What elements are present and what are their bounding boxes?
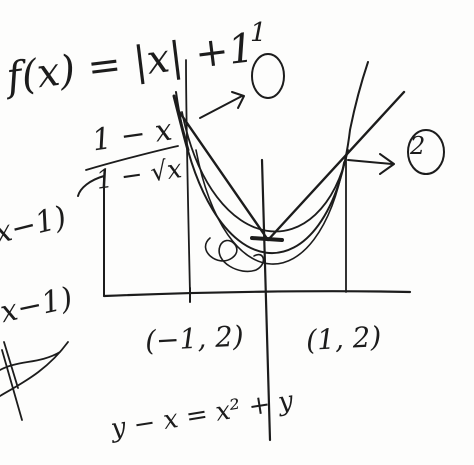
- vertical-line-left: [185, 59, 191, 295]
- arrow-to-one: [199, 91, 245, 119]
- parabola-outer: [175, 61, 369, 255]
- left-bracket: [77, 175, 105, 297]
- fraction-bar: [85, 145, 179, 171]
- point-left-label: (−1, 2): [144, 319, 245, 358]
- y-axis-line: [260, 158, 272, 442]
- parabola-inner: [181, 111, 349, 233]
- circle-two-label: 2: [410, 132, 426, 160]
- abs-value-graph: [176, 90, 406, 242]
- lower-curve: [195, 149, 345, 265]
- region-marker: [250, 236, 284, 242]
- circle-one-outline: [251, 53, 285, 99]
- arrow-to-two: [347, 153, 395, 175]
- circle-one-label: 1: [250, 18, 267, 48]
- point-right-label: (1, 2): [305, 320, 383, 357]
- circle-two-outline: [407, 129, 445, 175]
- lower-left-scribble: [0, 341, 69, 421]
- loop-scribble: [204, 237, 265, 273]
- x-axis-line: [102, 290, 412, 298]
